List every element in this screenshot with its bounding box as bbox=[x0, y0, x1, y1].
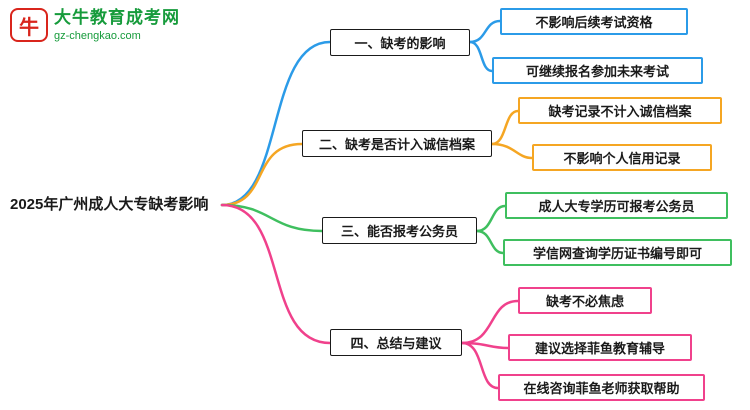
logo-text: 大牛教育成考网 gz-chengkao.com bbox=[54, 8, 180, 42]
curve-root-branch1 bbox=[220, 40, 332, 207]
leaf-node-1-1: 不影响后续考试资格 bbox=[500, 8, 688, 35]
root-node: 2025年广州成人大专缺考影响 bbox=[10, 196, 209, 213]
logo-title: 大牛教育成考网 bbox=[54, 8, 180, 27]
leaf-node-4-1: 缺考不必焦虑 bbox=[518, 287, 652, 314]
branch-node-4: 四、总结与建议 bbox=[330, 329, 462, 356]
curve-branch3-leaf2 bbox=[475, 229, 505, 255]
leaf-node-4-2: 建议选择菲鱼教育辅导 bbox=[508, 334, 692, 361]
curve-branch1-leaf1 bbox=[468, 19, 502, 44]
curve-branch2-leaf2 bbox=[490, 142, 534, 160]
leaf-node-2-1: 缺考记录不计入诚信档案 bbox=[518, 97, 722, 124]
site-logo: 牛 大牛教育成考网 gz-chengkao.com bbox=[10, 8, 180, 42]
branch-node-2: 二、缺考是否计入诚信档案 bbox=[302, 130, 492, 157]
leaf-node-3-1: 成人大专学历可报考公务员 bbox=[505, 192, 728, 219]
bull-icon: 牛 bbox=[10, 8, 48, 42]
curve-root-branch2 bbox=[220, 142, 304, 207]
curve-root-branch4 bbox=[220, 203, 332, 345]
leaf-node-3-2: 学信网查询学历证书编号即可 bbox=[503, 239, 732, 266]
branch-node-3: 三、能否报考公务员 bbox=[322, 217, 477, 244]
leaf-node-2-2: 不影响个人信用记录 bbox=[532, 144, 712, 171]
logo-domain: gz-chengkao.com bbox=[54, 29, 141, 42]
curve-branch4-leaf3 bbox=[460, 341, 500, 390]
curve-root-branch3 bbox=[220, 203, 324, 233]
branch-node-1: 一、缺考的影响 bbox=[330, 29, 470, 56]
leaf-node-4-3: 在线咨询菲鱼老师获取帮助 bbox=[498, 374, 705, 401]
leaf-node-1-2: 可继续报名参加未来考试 bbox=[492, 57, 703, 84]
curve-branch1-leaf2 bbox=[468, 40, 494, 73]
curve-branch3-leaf1 bbox=[475, 204, 507, 233]
curve-branch4-leaf2 bbox=[460, 341, 510, 350]
curve-branch2-leaf1 bbox=[490, 109, 520, 146]
